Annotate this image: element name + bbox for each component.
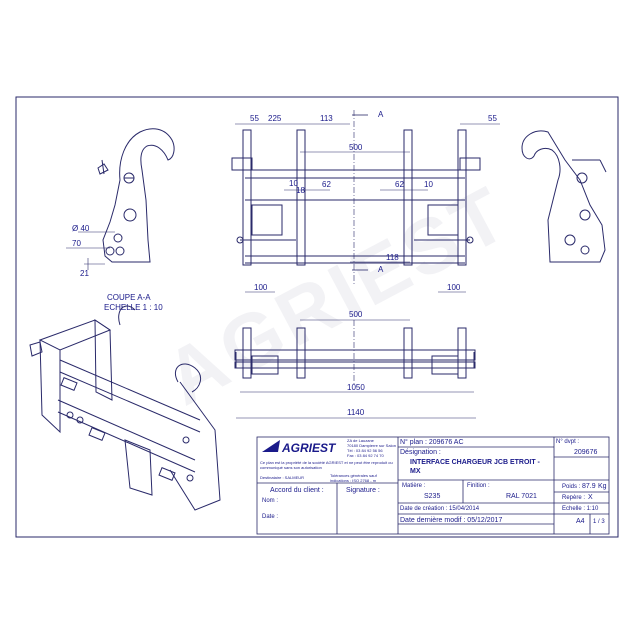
designation-label: Désignation :: [400, 449, 441, 456]
address-line-3: Tél : 03 84 92 56 56: [347, 448, 383, 453]
repere-label: Repère :: [562, 495, 586, 501]
recipient: Destinataire : SALMEUR: [260, 475, 305, 480]
dim-1050: 1050: [347, 383, 365, 392]
matiere-value: S235: [424, 493, 441, 500]
format-value: A4: [576, 518, 585, 525]
dim-500-top: 500: [349, 143, 363, 152]
address-line-1: ZA de Lauzane: [347, 438, 374, 443]
section-scale: ECHELLE 1 : 10: [104, 303, 163, 312]
dim-62-right: 62: [395, 180, 404, 189]
dim-113: 113: [320, 114, 333, 123]
title-block-frame: [256, 436, 610, 535]
echelle-value: Echelle : 1:10: [562, 506, 599, 512]
designation-value: INTERFACE CHARGEUR JCB ETROIT - MX: [410, 459, 540, 475]
dim-55-left: 55: [250, 114, 259, 123]
company-notice: Ce plan est la propriété de la société A…: [260, 460, 393, 470]
date-creation: Date de création : 15/04/2014: [400, 506, 480, 512]
finition-label: Finition :: [467, 483, 490, 489]
client-accord-label: Accord du client :: [270, 487, 324, 494]
sheet-frame: [15, 96, 619, 538]
name-label: Nom :: [262, 498, 279, 504]
dim-100-left: 100: [254, 283, 268, 292]
dim-55-right: 55: [488, 114, 497, 123]
dim-10-left: 10: [289, 179, 298, 188]
front-view: [231, 110, 500, 293]
plan-number: N° plan : 209676 AC: [400, 439, 464, 446]
section-view: [66, 128, 175, 270]
company-address: ZA de Lauzane 70180 Dampierre sur Salon …: [347, 438, 396, 458]
poids-unit: Kg: [598, 483, 607, 490]
dim-18: 18: [296, 186, 305, 195]
dim-phi40: Ø 40: [72, 224, 90, 233]
finition-value: RAL 7021: [506, 493, 537, 500]
dim-1140: 1140: [347, 408, 365, 417]
repere-value: X: [588, 494, 593, 501]
dim-62-left: 62: [322, 180, 331, 189]
section-marker-bottom: A: [378, 265, 384, 274]
dim-500-bottom: 500: [349, 310, 363, 319]
dim-70: 70: [72, 239, 81, 248]
poids-label: Poids :: [562, 484, 581, 490]
address-line-2: 70180 Dampierre sur Salon: [347, 443, 396, 448]
section-marker-top: A: [378, 110, 384, 119]
dim-118: 118: [386, 253, 399, 262]
company-logo-icon: [262, 440, 280, 452]
matiere-label: Matière :: [402, 483, 426, 489]
article-value: 209676: [574, 449, 598, 456]
company-logo-text: AGRIEST: [282, 441, 336, 455]
isometric-view: [29, 305, 221, 511]
signature-label: Signature :: [346, 487, 380, 494]
dim-225: 225: [268, 114, 282, 123]
page-value: 1 / 3: [593, 519, 605, 525]
date-modif: Date dernière modif : 05/12/2017: [400, 517, 503, 524]
date-label: Date :: [262, 514, 279, 520]
poids-value: 87.9: [582, 483, 596, 490]
address-line-4: Fax : 03 84 92 74 70: [347, 453, 384, 458]
side-view-right: [521, 130, 607, 263]
top-view: [234, 319, 476, 419]
dim-21: 21: [80, 269, 89, 278]
dim-100-right: 100: [447, 283, 461, 292]
section-label: COUPE A-A: [107, 293, 151, 302]
article-label: N° dvpt :: [556, 439, 580, 445]
dim-10-right: 10: [424, 180, 433, 189]
tolerances: Tolérances générales sauf indications : …: [330, 473, 377, 483]
